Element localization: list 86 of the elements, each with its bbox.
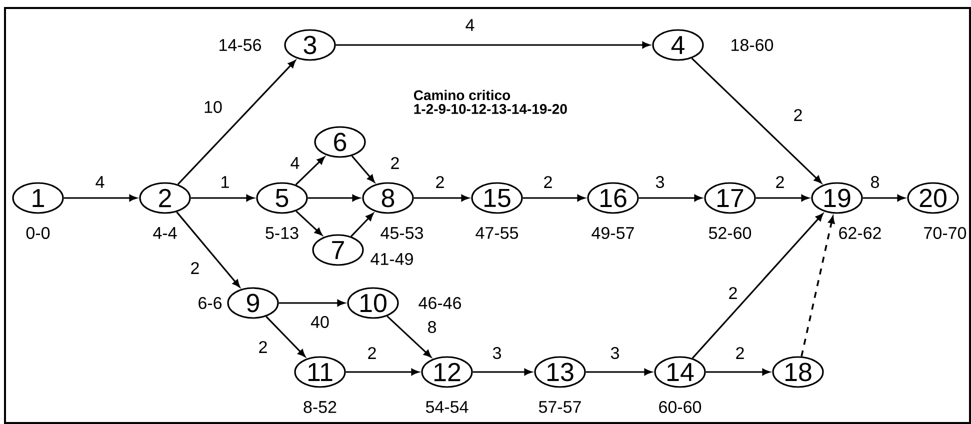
event-node: 15 — [471, 182, 523, 214]
event-node: 16 — [587, 182, 639, 214]
arrow — [176, 212, 240, 288]
edge-label: 3 — [490, 345, 504, 362]
arrow — [586, 368, 652, 376]
critical-path-note: 1-2-9-10-12-13-14-19-20 — [414, 104, 567, 114]
time-label: 41-49 — [370, 253, 413, 266]
time-label: 8-52 — [304, 401, 336, 414]
time-label: 60-60 — [659, 401, 702, 414]
edge-label: 2 — [433, 174, 447, 190]
edge-label: 2 — [541, 174, 555, 190]
edge-label: 2 — [791, 107, 805, 123]
event-node: 12 — [421, 356, 473, 388]
arrow — [692, 213, 824, 359]
arrow — [350, 213, 374, 237]
arrow — [522, 194, 585, 202]
time-label: 52-60 — [708, 227, 752, 240]
event-node: 14 — [654, 356, 706, 388]
edge-label: 2 — [388, 155, 402, 171]
arrow — [800, 216, 835, 357]
arrow — [336, 42, 650, 48]
time-label: 4-4 — [153, 227, 177, 239]
arrow — [638, 194, 702, 202]
event-node: 18 — [772, 356, 824, 388]
arrow — [296, 210, 322, 236]
edge-label: 4 — [93, 174, 107, 190]
edge-label: 3 — [608, 345, 622, 362]
event-node: 4 — [652, 29, 704, 61]
time-label: 62-62 — [839, 227, 881, 240]
edge-label: 2 — [733, 345, 747, 361]
edge-label: 10 — [202, 98, 224, 116]
time-label: 49-57 — [592, 227, 634, 240]
time-label: 5-13 — [266, 227, 298, 240]
arrow — [308, 194, 360, 202]
time-label: 70-70 — [924, 227, 966, 240]
event-node: 5 — [256, 182, 308, 214]
time-label: 46-46 — [418, 297, 461, 310]
arrow — [190, 194, 254, 202]
edge-label: 8 — [868, 174, 882, 190]
event-node: 1 — [12, 182, 64, 214]
arrow — [278, 300, 345, 306]
edge-label: 1 — [218, 174, 232, 190]
edge-label: 4 — [463, 17, 477, 33]
arrow — [64, 194, 137, 202]
event-node: 20 — [907, 182, 959, 214]
event-node: 7 — [312, 234, 364, 266]
edge-label: 2 — [256, 339, 270, 355]
event-node: 6 — [314, 126, 366, 158]
edge-label: 2 — [726, 285, 740, 301]
time-label: 57-57 — [538, 401, 581, 413]
event-node: 8 — [362, 182, 414, 214]
edge-label: 2 — [773, 174, 787, 190]
time-label: 14-56 — [220, 39, 261, 51]
edge-label: 2 — [365, 345, 379, 361]
arrow — [706, 368, 770, 376]
arrow — [691, 58, 822, 184]
event-node: 9 — [227, 287, 279, 319]
arrow — [266, 316, 306, 357]
time-label: 18-60 — [732, 39, 774, 51]
event-node: 11 — [294, 356, 346, 388]
edge-label: 40 — [308, 314, 332, 330]
edge-label: 3 — [653, 174, 667, 190]
time-label: 47-55 — [476, 227, 518, 239]
arrow — [386, 316, 432, 358]
time-label: 6-6 — [198, 297, 222, 310]
event-node: 17 — [704, 182, 756, 214]
edge-label: 4 — [288, 155, 302, 171]
event-node: 3 — [284, 29, 336, 61]
critical-path-note: Camino critico — [414, 90, 510, 100]
arrow — [295, 156, 325, 186]
edge-label: 8 — [425, 318, 439, 336]
time-label: 54-54 — [426, 401, 468, 413]
arrow — [862, 194, 905, 202]
arrow — [472, 368, 532, 376]
arrow — [414, 194, 469, 202]
arrow — [351, 155, 375, 182]
time-label: 0-0 — [26, 227, 50, 240]
arrow — [346, 368, 419, 376]
arrow — [177, 60, 296, 185]
time-label: 45-53 — [380, 227, 423, 240]
event-node: 19 — [811, 182, 863, 214]
edge-label: 2 — [188, 260, 202, 276]
arrow — [756, 194, 809, 202]
event-node: 13 — [534, 356, 586, 388]
event-node: 2 — [139, 182, 191, 214]
event-node: 10 — [347, 287, 399, 319]
